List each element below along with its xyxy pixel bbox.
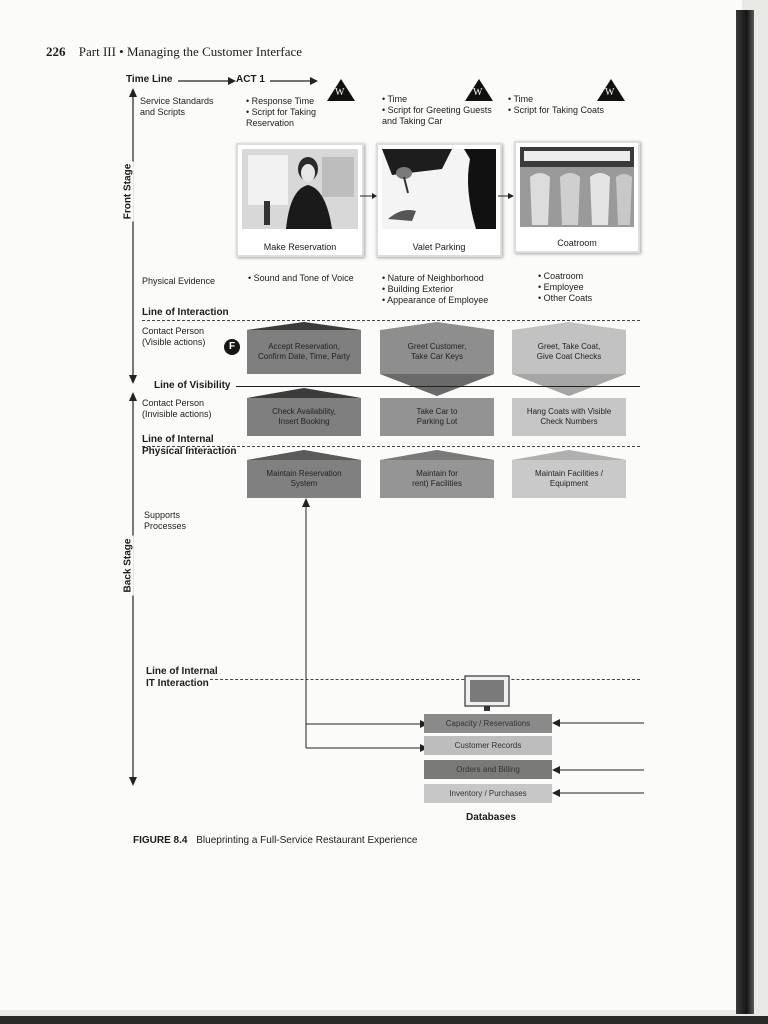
line-of-internal-physical: [142, 446, 640, 447]
photo-handing-keys: [382, 149, 496, 229]
standard-item: Time: [382, 94, 492, 105]
photo-caption: Valet Parking: [412, 242, 466, 252]
service-standards-label: Service Standards and Scripts: [140, 96, 214, 117]
photo-coat-hangers: [520, 147, 634, 227]
database-row-capacity: Capacity / Reservations: [424, 714, 552, 733]
page-number: 226: [46, 44, 66, 59]
photo-caption: Coatroom: [557, 238, 597, 248]
physical-evidence-label: Physical Evidence: [142, 276, 216, 286]
invisible-action-text: Check Availability, Insert Booking: [272, 407, 336, 426]
visible-action-3: Greet, Take Coat, Give Coat Checks: [512, 322, 626, 396]
photo-valet-parking: Valet Parking: [376, 143, 502, 257]
support-process-2: Maintain for rent) Facilities: [380, 450, 494, 498]
photo-make-reservation: Make Reservation: [236, 143, 364, 257]
standard-item: Script for Taking Reservation: [246, 107, 356, 129]
book-page: 226 Part III • Managing the Customer Int…: [0, 0, 742, 1010]
act-label: ACT 1: [236, 74, 265, 85]
line-of-visibility-label: Line of Visibility: [154, 380, 231, 391]
visible-action-2: Greet Customer, Take Car Keys: [380, 322, 494, 396]
external-database-arrows: [552, 719, 644, 797]
visible-action-1: Accept Reservation, Confirm Date, Time, …: [247, 322, 361, 374]
database-row-inventory: Inventory / Purchases: [424, 784, 552, 803]
scan-bottom-edge: [0, 1016, 768, 1024]
figure-number: FIGURE 8.4: [133, 835, 188, 846]
invisible-action-3: Hang Coats with Visible Check Numbers: [512, 398, 626, 436]
page-header: 226 Part III • Managing the Customer Int…: [46, 44, 302, 60]
supports-label: Supports Processes: [144, 510, 187, 531]
evidence-item: Building Exterior: [382, 284, 488, 295]
visible-action-text: Greet, Take Coat, Give Coat Checks: [536, 342, 602, 361]
contact-invisible-label: Contact Person (Invisible actions): [142, 398, 212, 419]
visible-action-text: Greet Customer, Take Car Keys: [407, 342, 467, 361]
wait-marker-letter: W: [473, 87, 483, 98]
evidence-list-1: Sound and Tone of Voice: [248, 273, 354, 284]
standard-item: Response Time: [246, 96, 356, 107]
photo-flow-arrows: [360, 193, 514, 199]
line-of-interaction-label: Line of Interaction: [142, 307, 229, 318]
support-to-database-arrows: [302, 498, 428, 752]
evidence-item: Sound and Tone of Voice: [248, 273, 354, 284]
standard-item: Time: [508, 94, 618, 105]
support-process-text: Maintain Reservation System: [266, 469, 342, 488]
evidence-item: Other Coats: [538, 293, 593, 304]
computer-monitor-icon: [464, 675, 510, 713]
time-line-arrows: [178, 77, 318, 85]
photo-coatroom: Coatroom: [514, 141, 640, 253]
line-of-internal-it: [210, 679, 640, 680]
support-process-3: Maintain Facilities / Equipment: [512, 450, 626, 498]
support-process-text: Maintain for rent) Facilities: [412, 469, 462, 488]
figure-title: Blueprinting a Full-Service Restaurant E…: [196, 835, 418, 846]
contact-visible-label: Contact Person (Visible actions): [142, 326, 206, 347]
fail-point-marker: F: [224, 339, 240, 355]
support-process-text: Maintain Facilities / Equipment: [534, 469, 604, 488]
back-stage-label: Back Stage: [122, 535, 134, 596]
support-process-1: Maintain Reservation System: [247, 450, 361, 498]
invisible-action-1: Check Availability, Insert Booking: [247, 388, 361, 436]
line-of-internal-it-label: Line of Internal IT Interaction: [146, 666, 218, 689]
evidence-item: Employee: [538, 282, 592, 293]
invisible-action-2: Take Car to Parking Lot: [380, 398, 494, 436]
wait-marker-letter: W: [335, 87, 345, 98]
standards-list-2: Time Script for Greeting Guests and Taki…: [382, 94, 492, 127]
database-row-customer-records: Customer Records: [424, 736, 552, 755]
figure-caption: FIGURE 8.4 Blueprinting a Full-Service R…: [133, 835, 417, 846]
standards-list-3: Time Script for Taking Coats: [508, 94, 618, 116]
database-stack: Capacity / Reservations Customer Records…: [424, 714, 552, 804]
front-stage-label: Front Stage: [122, 161, 134, 222]
photo-caption: Make Reservation: [263, 242, 337, 252]
running-title: Part III • Managing the Customer Interfa…: [78, 44, 303, 59]
evidence-list-2: Nature of Neighborhood Building Exterior…: [382, 273, 488, 306]
standard-item: Script for Greeting Guests and Taking Ca…: [382, 105, 492, 127]
line-of-internal-physical-label: Line of Internal Physical Interaction: [142, 434, 237, 457]
evidence-list-3: Coatroom Employee Other Coats: [538, 271, 593, 304]
standard-item: Script for Taking Coats: [508, 105, 618, 116]
standards-list-1: Response Time Script for Taking Reservat…: [246, 96, 356, 129]
time-line-label: Time Line: [126, 74, 173, 85]
book-spine-shadow: [736, 10, 754, 1014]
databases-label: Databases: [466, 812, 517, 823]
wait-marker-letter: W: [605, 87, 615, 98]
evidence-item: Appearance of Employee: [382, 295, 488, 306]
visible-action-text: Accept Reservation, Confirm Date, Time, …: [257, 342, 351, 361]
photo-woman-on-phone: [242, 149, 358, 229]
evidence-item: Coatroom: [538, 271, 592, 282]
line-of-visibility: [236, 386, 640, 387]
database-row-orders-billing: Orders and Billing: [424, 760, 552, 779]
line-of-interaction: [142, 320, 640, 321]
evidence-item: Nature of Neighborhood: [382, 273, 488, 284]
